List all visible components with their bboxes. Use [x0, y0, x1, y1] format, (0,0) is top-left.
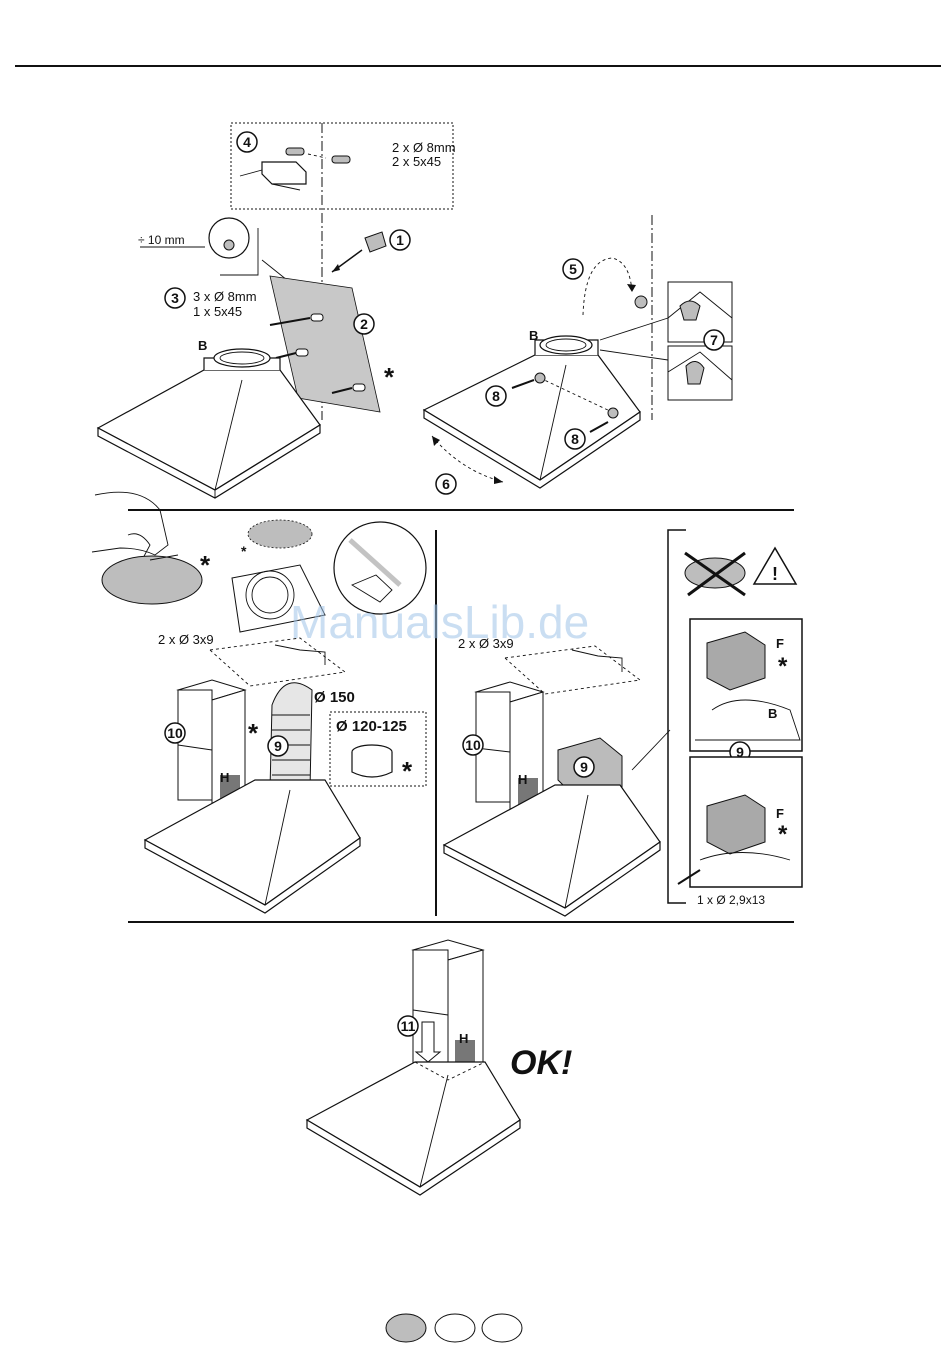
svg-text:4: 4	[243, 134, 251, 150]
star-chimney: *	[248, 718, 259, 748]
label-h-step5: H	[459, 1031, 468, 1046]
svg-text:6: 6	[442, 476, 450, 492]
step-badge-3: 3	[165, 288, 185, 308]
chimney-lowered-step: 11 H OK!	[307, 940, 572, 1195]
language-indicators	[386, 1314, 522, 1342]
svg-text:11: 11	[401, 1018, 416, 1034]
label-h-step3: H	[220, 770, 229, 785]
no-disc-warning: !	[685, 548, 796, 595]
step-badge-11: 11	[398, 1016, 418, 1036]
filter-dashed	[248, 520, 312, 548]
step-badge-8a: 8	[486, 386, 506, 406]
watermark: ManualsLib.de	[290, 596, 589, 648]
spec-3-line1: 3 x Ø 8mm	[193, 289, 257, 304]
step-badge-10-left: 10	[165, 723, 185, 743]
adapter-ring	[352, 745, 392, 777]
duct-diameter-150: Ø 150	[314, 689, 355, 706]
hood-body-final	[307, 1062, 520, 1195]
spec-3-line2: 1 x 5x45	[193, 304, 242, 319]
filter-removal-step: * * 2 x Ø 3x9 10 H *	[92, 492, 426, 913]
svg-text:5: 5	[569, 261, 577, 277]
indicator-2	[435, 1314, 475, 1342]
ok-label: OK!	[510, 1044, 572, 1082]
svg-text:2: 2	[360, 316, 368, 332]
svg-text:9: 9	[580, 759, 588, 775]
label-b-detail: B	[768, 706, 777, 721]
hood-hang-step: 5 7 B 8	[424, 215, 732, 494]
filter-detail-column: ! F * B 9 F * 1 x Ø 2,9x13	[678, 548, 802, 907]
hood-body-right	[424, 336, 640, 488]
star-f1: *	[778, 653, 788, 680]
indicator-3	[482, 1314, 522, 1342]
hood-body	[98, 349, 320, 498]
label-h-step4: H	[518, 772, 527, 787]
svg-text:3: 3	[171, 290, 179, 306]
step-badge-7: 7	[704, 330, 724, 350]
svg-text:7: 7	[710, 332, 718, 348]
star-hand: *	[200, 550, 211, 580]
label-f2: F	[776, 806, 784, 821]
step-badge-4: 4	[237, 132, 257, 152]
plug-icon	[332, 232, 386, 272]
optional-star: *	[384, 362, 395, 392]
indicator-active	[386, 1314, 426, 1342]
screws-step3: 2 x Ø 3x9	[158, 632, 214, 647]
star-adapter: *	[402, 756, 413, 786]
hood-body-step4	[444, 785, 660, 916]
hang-detail-top	[668, 282, 732, 342]
hand-illustration	[92, 492, 168, 560]
step-badge-9-center: 9	[574, 757, 594, 777]
svg-text:10: 10	[465, 737, 481, 753]
gap-detail-circle	[209, 218, 249, 258]
label-b-step2: B	[529, 328, 538, 343]
screw-spec-detail: 1 x Ø 2,9x13	[697, 893, 765, 907]
spec-4-line1: 2 x Ø 8mm	[392, 140, 456, 155]
step-badge-2: 2	[354, 314, 374, 334]
label-b-step1: B	[198, 338, 207, 353]
svg-text:9: 9	[274, 738, 282, 754]
adapter-diameter: Ø 120-125	[336, 718, 407, 735]
step-badge-6: 6	[436, 474, 456, 494]
wall-bracket-step: 4 2 x Ø 8mm 2 x 5x45 ÷ 10 mm 1	[98, 123, 456, 498]
svg-text:8: 8	[492, 388, 500, 404]
recirculation-step: 2 x Ø 3x9 10 H 9	[444, 530, 686, 916]
dim-10mm: ÷ 10 mm	[138, 233, 185, 247]
star-filter: *	[241, 543, 247, 559]
hang-screw	[635, 296, 647, 308]
svg-text:10: 10	[167, 725, 183, 741]
bracket-icon	[240, 148, 350, 190]
step-badge-8b: 8	[565, 429, 585, 449]
star-f2: *	[778, 821, 788, 848]
step-badge-1: 1	[390, 230, 410, 250]
svg-text:8: 8	[571, 431, 579, 447]
step-badge-10-center: 10	[463, 735, 483, 755]
hood-body-step3	[145, 780, 360, 913]
svg-text:1: 1	[396, 232, 404, 248]
chimney-final	[413, 940, 483, 1080]
step-badge-5: 5	[563, 259, 583, 279]
step-badge-9-left: 9	[268, 736, 288, 756]
grease-filter-disc	[102, 556, 202, 604]
svg-text:!: !	[772, 564, 778, 584]
spec-4-line2: 2 x 5x45	[392, 154, 441, 169]
label-f1: F	[776, 636, 784, 651]
